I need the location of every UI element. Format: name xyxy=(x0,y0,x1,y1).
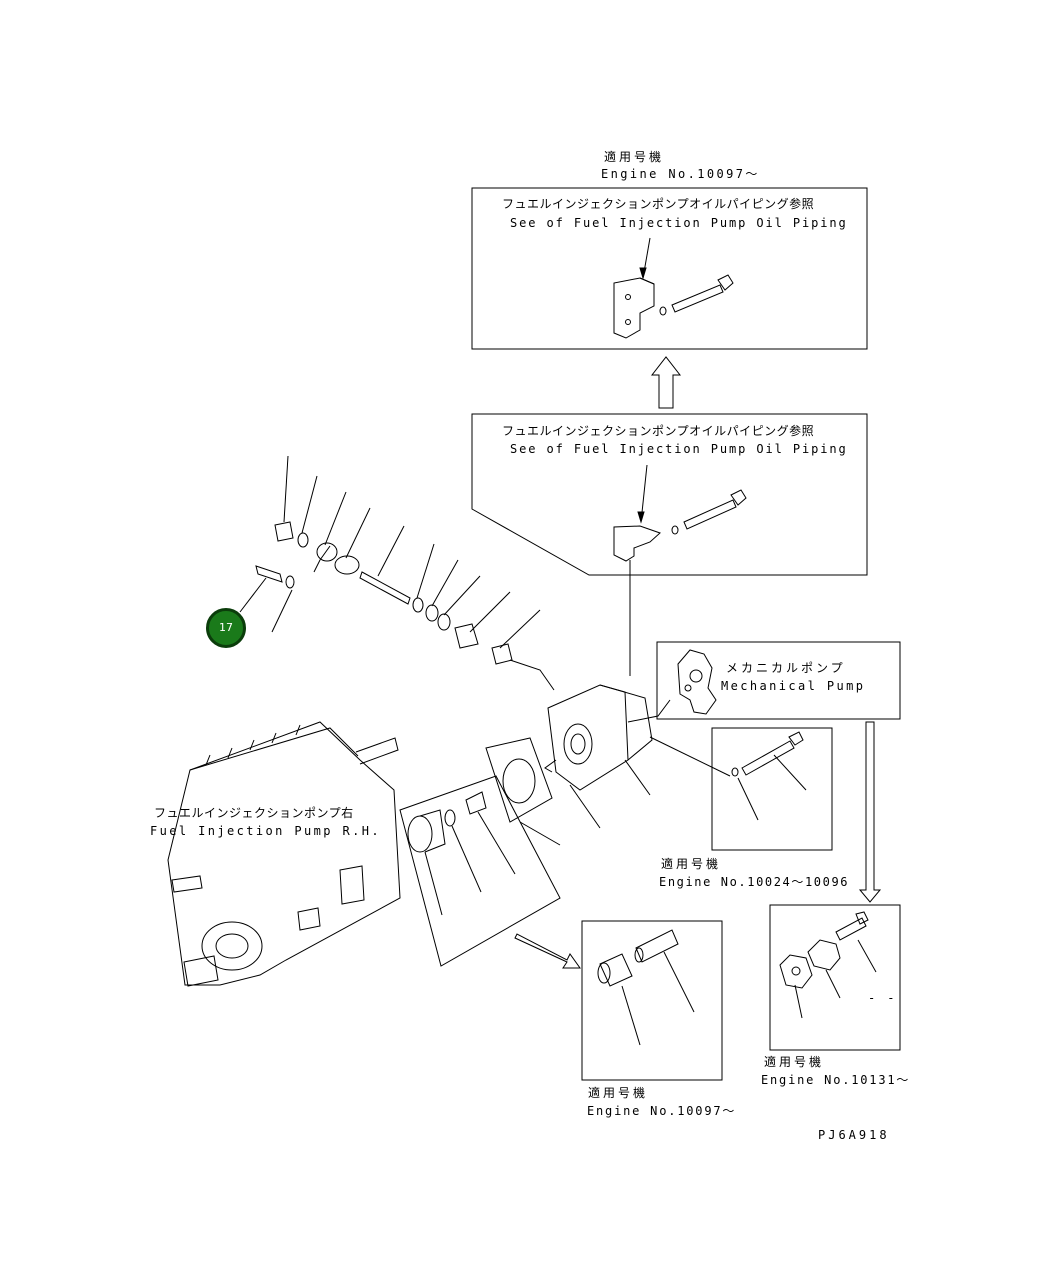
mid-engine-number: Engine No.10024～10096 xyxy=(659,875,850,889)
variant-box-10097-bottom xyxy=(581,920,723,1081)
fitting-parts-row xyxy=(239,455,541,665)
reference-box-middle xyxy=(471,413,868,576)
fuel-injection-pump-icon xyxy=(167,721,401,987)
down-arrow-icon xyxy=(858,721,882,903)
top-engine-number: Engine No.10097～ xyxy=(601,167,760,181)
up-arrow-icon xyxy=(650,356,682,409)
pump-rh-jp: フュエルインジェクションポンプ右 xyxy=(154,806,354,820)
box1-reference-en: See of Fuel Injection Pump Oil Piping xyxy=(510,216,848,230)
mechanical-pump-box xyxy=(656,641,901,720)
br-engine-number: Engine No.10131～ xyxy=(761,1073,911,1087)
box2-reference-en: See of Fuel Injection Pump Oil Piping xyxy=(510,442,848,456)
bracket-middle-icon xyxy=(613,464,661,676)
top-applicable-label: 適用号機 xyxy=(604,150,665,164)
bolt-10024-icon xyxy=(649,731,807,821)
gasket-icon xyxy=(485,737,561,846)
callout-badge-17[interactable]: 17 xyxy=(206,608,246,648)
mechanical-pump-housing-icon xyxy=(509,659,653,829)
gear-subassembly-frame xyxy=(399,775,561,967)
mechanical-pump-icon xyxy=(627,649,717,723)
gear-parts-icon xyxy=(407,791,516,916)
dash-mark: - - xyxy=(868,991,897,1005)
bm-engine-number: Engine No.10097～ xyxy=(587,1104,737,1118)
bolt-top-icon xyxy=(659,274,734,316)
box2-reference-jp: フュエルインジェクションポンプオイルパイピング参照 xyxy=(502,424,815,438)
diagonal-arrow-icon xyxy=(514,933,581,969)
variant-box-10131 xyxy=(769,904,901,1051)
mid-applicable-label: 適用号機 xyxy=(661,857,722,871)
flange-10131-icon xyxy=(779,911,877,1019)
box1-reference-jp: フュエルインジェクションポンプオイルパイピング参照 xyxy=(502,197,815,211)
bracket-top-icon xyxy=(613,237,655,339)
reference-box-top xyxy=(471,187,868,350)
mechanical-pump-jp: メカニカルポンプ xyxy=(726,661,846,675)
drawing-code: PJ6A918 xyxy=(818,1128,890,1142)
mechanical-pump-en: Mechanical Pump xyxy=(721,679,866,693)
bolt-middle-icon xyxy=(671,489,747,535)
variant-box-10024 xyxy=(711,727,833,851)
pump-rh-en: Fuel Injection Pump R.H. xyxy=(150,824,381,838)
gear-10097-icon xyxy=(597,929,695,1046)
bm-applicable-label: 適用号機 xyxy=(588,1086,649,1100)
br-applicable-label: 適用号機 xyxy=(764,1055,825,1069)
